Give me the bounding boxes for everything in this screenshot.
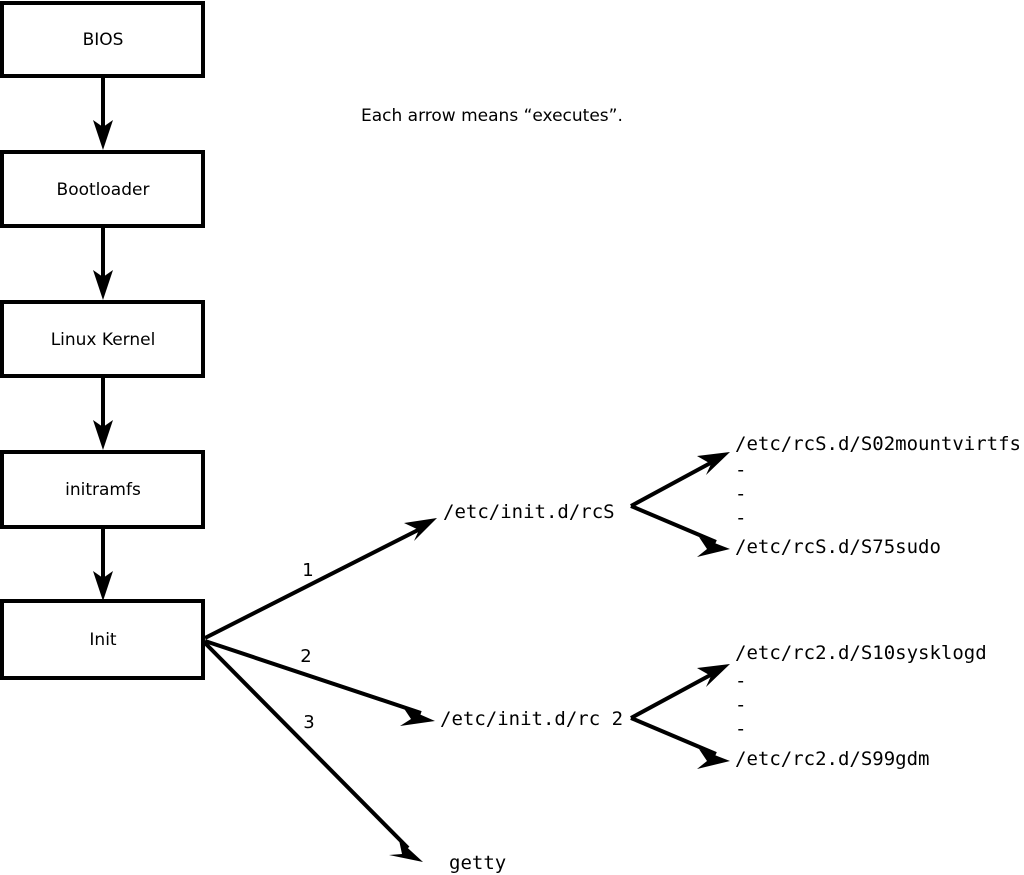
connector-line	[630, 716, 717, 756]
linux-kernel-label: Linux Kernel	[51, 330, 156, 350]
arrow-head-icon	[404, 518, 437, 541]
edge-initramfs-to-init	[93, 527, 113, 601]
rcs-ellipsis-dash-3: -	[735, 507, 746, 529]
edge-rc2-to-first-script	[630, 664, 730, 720]
getty-label: getty	[449, 852, 506, 874]
rcs-ellipsis-dash-2: -	[735, 483, 746, 505]
bios-label: BIOS	[83, 30, 124, 50]
edge-init-to-rcs: 1	[204, 518, 437, 640]
rc2-ellipsis-dash-1: -	[735, 670, 746, 692]
edge-number-2: 2	[300, 646, 311, 667]
edge-rcs-to-first-script	[630, 452, 730, 508]
edge-kernel-to-initramfs	[93, 376, 113, 450]
arrow-head-icon	[389, 840, 423, 862]
edge-init-to-rc2: 2	[204, 639, 435, 726]
initramfs-label: initramfs	[65, 480, 141, 500]
rc2-ellipsis-dash-2: -	[735, 694, 746, 716]
linux-kernel-box	[0, 300, 205, 378]
arrow-head-down-icon	[93, 120, 113, 150]
arrow-head-icon	[697, 537, 730, 557]
edge-rc2-to-last-script	[630, 716, 730, 769]
init-box	[0, 599, 205, 680]
arrow-head-down-icon	[93, 420, 113, 450]
node-initramfs: initramfs	[0, 450, 205, 529]
bios-box	[0, 1, 205, 78]
node-linux-kernel: Linux Kernel	[0, 300, 205, 378]
node-init: Init	[0, 599, 205, 680]
arrow-head-down-icon	[93, 270, 113, 300]
edge-number-3: 3	[303, 712, 314, 733]
connector-line	[630, 670, 717, 720]
rcs-first-script-label: /etc/rcS.d/S02mountvirtfs	[735, 433, 1021, 455]
edge-bios-to-bootloader	[93, 76, 113, 150]
arrow-head-icon	[697, 452, 730, 475]
arrow-head-icon	[697, 749, 730, 769]
connector-line	[204, 525, 425, 640]
connector-line	[203, 641, 410, 850]
connector-line	[630, 458, 717, 508]
rcs-ellipsis-dash-1: -	[735, 459, 746, 481]
rcs-script-label: /etc/init.d/rcS	[443, 501, 615, 523]
rc2-ellipsis-dash-3: -	[735, 718, 746, 740]
bootloader-label: Bootloader	[57, 180, 150, 200]
rc2-last-script-label: /etc/rc2.d/S99gdm	[735, 748, 929, 770]
caption-text: Each arrow means “executes”.	[361, 106, 623, 126]
node-bootloader: Bootloader	[0, 150, 205, 228]
arrow-head-down-icon	[93, 571, 113, 601]
bootloader-box	[0, 150, 205, 228]
rc2-first-script-label: /etc/rc2.d/S10sysklogd	[735, 642, 987, 664]
edge-bootloader-to-kernel	[93, 226, 113, 300]
rcs-last-script-label: /etc/rcS.d/S75sudo	[735, 536, 941, 558]
arrow-head-icon	[697, 664, 730, 687]
connector-line	[204, 639, 422, 715]
edge-init-to-getty: 3	[203, 641, 423, 862]
connector-line	[630, 504, 717, 544]
edge-rcs-to-last-script	[630, 504, 730, 557]
init-label: Init	[89, 630, 117, 650]
edge-number-1: 1	[302, 560, 313, 581]
arrow-head-icon	[400, 707, 435, 726]
rc2-script-label: /etc/init.d/rc 2	[440, 708, 623, 730]
node-bios: BIOS	[0, 1, 205, 78]
